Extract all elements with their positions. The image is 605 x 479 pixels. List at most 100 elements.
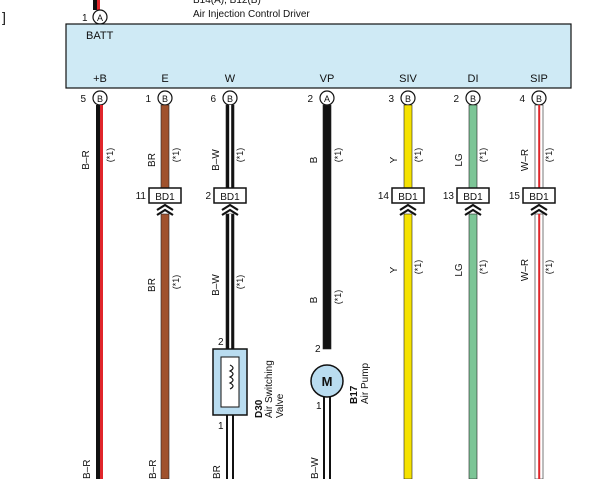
wire-y-lower (403, 213, 413, 479)
wire-note-upper-5: (*1) (478, 148, 488, 163)
valve-pin-top: 2 (218, 337, 224, 348)
valve-id-label: D30 (254, 399, 265, 418)
bd1-connector-box-15 (522, 187, 556, 204)
terminal-pin-number-w: 6 (210, 94, 216, 105)
wire-lg-upper (468, 104, 478, 189)
terminal-connector-letter-e: B (162, 94, 168, 104)
wire-note-upper-4: (*1) (413, 148, 423, 163)
wire-lg-lower (468, 213, 478, 479)
wire-note-upper-0: (*1) (105, 148, 115, 163)
chevron-up-icon (530, 203, 548, 216)
wire-code-upper-lg: LG (454, 153, 465, 167)
terminal-name-sip: SIP (530, 73, 548, 85)
coil-icon (228, 364, 234, 390)
bd1-connector-label-13: BD1 (463, 192, 483, 203)
bd1-pin-13: 13 (443, 191, 455, 202)
wire-note-lower-4: (*1) (478, 260, 488, 275)
chevron-up-icon (221, 203, 239, 216)
bd1-connector-box-13 (456, 187, 490, 204)
chevron-up-icon (156, 203, 174, 216)
bd1-connector-box-14 (391, 187, 425, 204)
wire-br-upper (160, 104, 170, 189)
wire-valve-lead-b (232, 415, 234, 479)
wire-note-upper-1: (*1) (171, 148, 181, 163)
pump-id-label: B17 (349, 385, 360, 404)
wire-note-upper-2: (*1) (235, 148, 245, 163)
terminal-name-di: DI (468, 73, 479, 85)
batt-connector-letter: A (97, 13, 103, 23)
wire-code-bottom-0: B–R (148, 460, 159, 479)
wire-code-bottom-1: BR (212, 465, 223, 479)
component-name-label: Air Injection Control Driver (193, 9, 310, 20)
motor-icon (310, 364, 344, 398)
wire-code-bottom-3: B–R (82, 460, 93, 479)
wire-code-upper-w-r: W–R (520, 149, 531, 171)
terminal-connector-letter-siv: B (405, 94, 411, 104)
terminal-pin-number--b: 5 (80, 94, 86, 105)
terminal-pin-number-vp: 2 (307, 94, 313, 105)
bd1-connector-label-11: BD1 (155, 192, 175, 203)
terminal-connector-letter-sip: B (536, 94, 542, 104)
terminal-connector-letter-vp: A (324, 94, 330, 104)
wire-pump-lead-a (323, 397, 325, 479)
bd1-connector-label-2: BD1 (220, 192, 240, 203)
wire-code-upper-b-r: B–R (81, 150, 92, 169)
terminal-connector-letter-w: B (227, 94, 233, 104)
wire-b-w-lower-stripe (229, 214, 232, 349)
chevron-up-icon (464, 203, 482, 216)
terminal-pin-number-siv: 3 (388, 94, 394, 105)
wire-b-w-upper-stripe (229, 105, 232, 188)
wire-code-lower-lg: LG (454, 263, 465, 277)
batt-terminal-label: BATT (86, 30, 114, 42)
wire-note-lower-3: (*1) (413, 260, 423, 275)
wire-y-upper (403, 104, 413, 189)
wire-note-lower-2: (*1) (333, 290, 343, 305)
wire-note-lower-0: (*1) (171, 275, 181, 290)
terminal-pin-number-di: 2 (453, 94, 459, 105)
wire-code-lower-b-w: B–W (211, 274, 222, 296)
terminal-name--b: +B (93, 73, 107, 85)
left-bracket-mark: ] (2, 9, 6, 25)
wire-note-upper-3: (*1) (333, 148, 343, 163)
wire-w-r-upper-stripe (538, 105, 541, 188)
wire-code-lower-b: B (309, 296, 320, 303)
bd1-connector-group: 11 BD1 2 BD1 14 BD1 13 BD1 15 BD1 (136, 187, 556, 216)
terminal-name-w: W (225, 73, 236, 85)
pump-name-label: Air Pump (360, 362, 371, 404)
pump-pin-bottom: 1 (316, 401, 322, 412)
air-injection-driver-box (65, 23, 572, 89)
wire-br-lower (160, 213, 170, 479)
wire-note-upper-6: (*1) (544, 148, 554, 163)
terminal-connector-letter--b: B (97, 94, 103, 104)
wire-code-upper-y: Y (389, 156, 400, 163)
batt-wire-black (93, 0, 97, 10)
wire-code-upper-br: BR (147, 153, 158, 167)
bd1-connector-label-15: BD1 (529, 192, 549, 203)
wire-code-upper-b: B (309, 156, 320, 163)
motor-symbol: M (322, 374, 333, 389)
wire-w-r-lower-stripe (538, 214, 541, 479)
valve-pin-bottom: 1 (218, 421, 224, 432)
wire-code-lower-y: Y (389, 266, 400, 273)
valve-name-line2: Valve (275, 393, 286, 418)
pump-pin-top: 2 (315, 344, 321, 355)
bd1-pin-2: 2 (205, 191, 211, 202)
wire-code-upper-b-w: B–W (211, 149, 222, 171)
bd1-pin-14: 14 (378, 191, 390, 202)
wire-note-lower-5: (*1) (544, 260, 554, 275)
bd1-pin-15: 15 (509, 191, 521, 202)
chevron-up-icon (399, 203, 417, 216)
bd1-connector-label-14: BD1 (398, 192, 418, 203)
valve-coil-box (220, 356, 240, 408)
wire-code-lower-br: BR (147, 278, 158, 292)
bd1-pin-11: 11 (136, 191, 147, 202)
component-id-label: B14(A), B12(B) (193, 0, 261, 6)
terminal-name-siv: SIV (399, 73, 417, 85)
terminal-pin-number-sip: 4 (519, 94, 525, 105)
bd1-connector-box-2 (213, 187, 247, 204)
wire-group: B–R (*1) BR (*1) B–W (*1) B (*1) Y (*1) LG (*1) W–R (… (81, 104, 554, 479)
air-pump: 2 M 1 B17 Air Pump (310, 344, 371, 412)
wire-b-r-a (96, 105, 100, 479)
